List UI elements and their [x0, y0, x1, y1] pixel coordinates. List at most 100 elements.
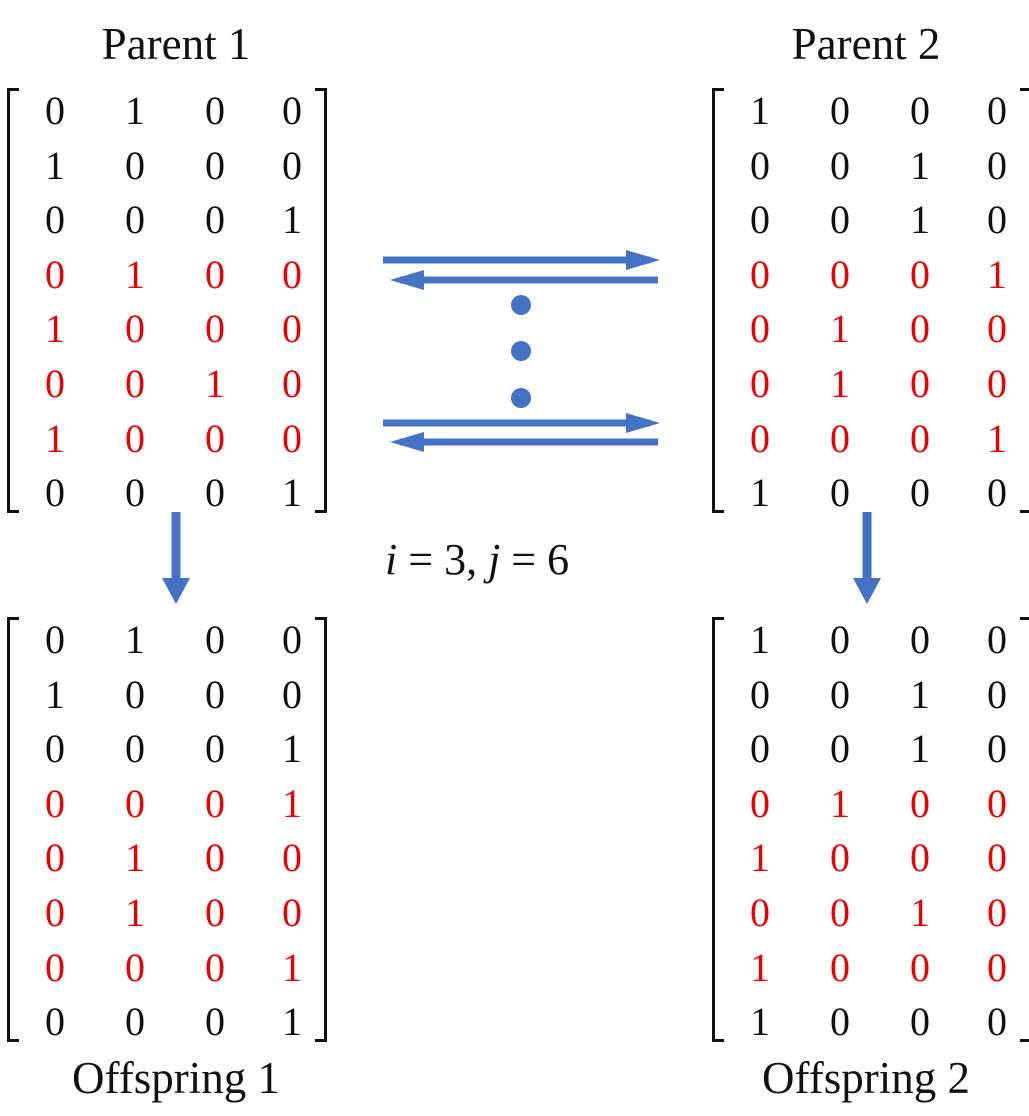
matrix-cell: 0 [45, 999, 65, 1045]
matrix-cell: 0 [830, 197, 850, 243]
matrix-cell: 0 [205, 835, 225, 881]
matrix-cell: 0 [910, 251, 930, 297]
matrix-cell: 0 [282, 671, 302, 717]
matrix-cell: 1 [987, 415, 1007, 461]
matrix-cell: 0 [45, 197, 65, 243]
matrix-cell: 0 [282, 415, 302, 461]
matrix-cell: 0 [282, 88, 302, 133]
matrix-cell: 0 [45, 835, 65, 881]
matrix-cell: 0 [750, 671, 770, 717]
matrix-bracket-left [7, 88, 19, 513]
matrix-cell: 0 [205, 197, 225, 243]
matrix-bracket-left [712, 617, 724, 1042]
matrix-cell: 0 [125, 780, 145, 826]
matrix-cell: 0 [205, 671, 225, 717]
matrix-cell: 0 [910, 361, 930, 406]
matrix-cell: 0 [830, 88, 850, 133]
matrix-cell: 1 [910, 726, 930, 772]
matrix-cell: 0 [750, 415, 770, 461]
matrix-cell: 0 [205, 617, 225, 662]
matrix-cell: 0 [45, 944, 65, 990]
matrix-cell: 0 [987, 306, 1007, 352]
matrix-cell: 0 [125, 415, 145, 461]
matrix-cell: 0 [125, 944, 145, 990]
matrix-cell: 0 [910, 944, 930, 990]
matrix-cell: 0 [830, 999, 850, 1045]
matrix-cell: 1 [45, 671, 65, 717]
matrix-cell: 0 [987, 617, 1007, 662]
matrix-cell: 1 [282, 944, 302, 990]
matrix-cell: 1 [282, 726, 302, 772]
matrix-cell: 0 [750, 142, 770, 188]
matrix-cell: 0 [125, 470, 145, 516]
matrix-cell: 0 [987, 361, 1007, 406]
matrix-cell: 0 [987, 671, 1007, 717]
matrix-cell: 0 [282, 251, 302, 297]
matrix-cell: 0 [125, 197, 145, 243]
matrix-cell: 1 [830, 780, 850, 826]
matrix-cell: 0 [205, 780, 225, 826]
matrix-cell: 0 [910, 780, 930, 826]
parent2-label: Parent 2 [791, 19, 941, 69]
crossover-points-formula: i = 3, j = 6 [385, 535, 570, 584]
matrix-cell: 1 [45, 142, 65, 188]
matrix-cell: 0 [987, 890, 1007, 935]
matrix-cell: 0 [45, 88, 65, 133]
matrix-cell: 0 [205, 944, 225, 990]
matrix-cell: 0 [282, 835, 302, 881]
arrow-down-icon [853, 512, 881, 604]
matrix-cell: 1 [282, 999, 302, 1045]
i-variable: i [385, 535, 398, 584]
j-variable: j [488, 535, 501, 584]
matrix-cell: 0 [830, 470, 850, 516]
matrix-cell: 1 [987, 251, 1007, 297]
offspring2-label: Offspring 2 [762, 1053, 970, 1103]
matrix-cell: 0 [910, 617, 930, 662]
matrix-cell: 0 [282, 142, 302, 188]
matrix-cell: 1 [205, 361, 225, 406]
matrix-cell: 0 [987, 197, 1007, 243]
matrix-cell: 0 [830, 835, 850, 881]
matrix-cell: 0 [125, 306, 145, 352]
matrix-cell: 0 [830, 726, 850, 772]
matrix-cell: 1 [282, 197, 302, 243]
matrix-cell: 1 [45, 306, 65, 352]
matrix-cell: 0 [205, 999, 225, 1045]
matrix-bracket-right [315, 617, 327, 1042]
matrix-cell: 0 [45, 726, 65, 772]
matrix-cell: 0 [987, 944, 1007, 990]
matrix-cell: 1 [830, 361, 850, 406]
matrix-cell: 0 [750, 251, 770, 297]
matrix-cell: 0 [987, 835, 1007, 881]
matrix-cell: 1 [910, 671, 930, 717]
matrix-cell: 0 [45, 780, 65, 826]
matrix-cell: 1 [125, 88, 145, 133]
matrix-cell: 0 [830, 890, 850, 935]
matrix-cell: 0 [910, 306, 930, 352]
matrix-cell: 1 [282, 470, 302, 516]
vertical-ellipsis-icon [511, 295, 531, 408]
matrix-cell: 0 [987, 88, 1007, 133]
matrix-cell: 0 [205, 306, 225, 352]
matrix-cell: 0 [125, 671, 145, 717]
parent1-label: Parent 1 [101, 19, 251, 69]
matrix-cell: 1 [750, 88, 770, 133]
matrix-cell: 1 [125, 835, 145, 881]
matrix-cell: 0 [205, 415, 225, 461]
j-value: 6 [547, 535, 570, 584]
matrix-cell: 0 [910, 470, 930, 516]
matrix-cell: 0 [910, 88, 930, 133]
matrix-bracket-right [1020, 88, 1029, 513]
matrix-cell: 0 [750, 780, 770, 826]
matrix-cell: 0 [830, 944, 850, 990]
matrix-cell: 1 [750, 617, 770, 662]
matrix-cell: 0 [750, 197, 770, 243]
matrix-cell: 0 [205, 251, 225, 297]
matrix-bracket-right [315, 88, 327, 513]
arrow-down-icon [162, 512, 190, 604]
matrix-cell: 0 [987, 999, 1007, 1045]
